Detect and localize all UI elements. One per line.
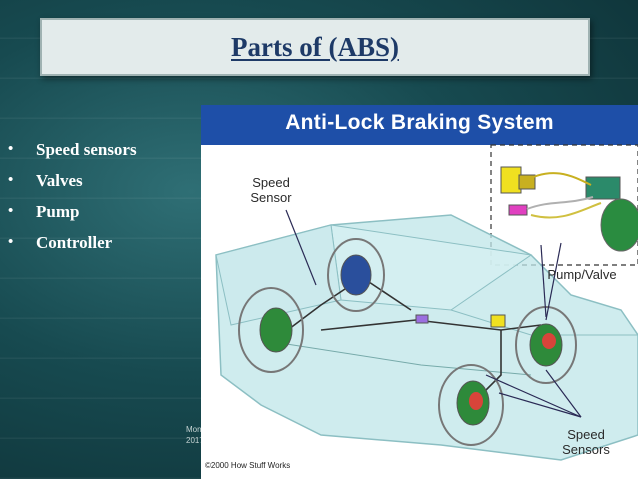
bullet-text: Speed sensors xyxy=(36,139,137,159)
slide-title: Parts of (ABS) xyxy=(231,31,399,62)
bullet-dot-icon: • xyxy=(8,203,14,219)
front-right-wheel-icon xyxy=(515,306,577,384)
label-leader-lines xyxy=(285,209,582,418)
bullet-dot-icon: • xyxy=(8,172,14,188)
bullet-item: • Pump xyxy=(8,196,137,227)
front-left-wheel-icon xyxy=(438,364,504,446)
pump-valve-label: Pump/Valve xyxy=(537,267,627,282)
bullet-list: • Speed sensors • Valves • Pump • Controller xyxy=(8,134,137,258)
diagram-title: Anti-Lock Braking System xyxy=(285,111,554,134)
slide-footer: Mon 2017 xyxy=(186,424,204,446)
bullet-item: • Speed sensors xyxy=(8,134,137,165)
footer-line: 2017 xyxy=(186,436,204,445)
diagram-copyright: ©2000 How Stuff Works xyxy=(205,461,291,470)
label-line: Sensors xyxy=(562,442,610,457)
rear-right-wheel-icon xyxy=(327,238,385,312)
bullet-text: Controller xyxy=(36,232,113,252)
speed-sensor-label: Speed Sensor xyxy=(241,175,301,205)
label-line: Sensor xyxy=(250,190,292,205)
abs-diagram-image: Anti-Lock Braking System xyxy=(201,105,638,479)
bullet-item: • Valves xyxy=(8,165,137,196)
bullet-text: Valves xyxy=(36,170,83,190)
car-body xyxy=(215,214,638,461)
label-line: Speed xyxy=(252,175,290,190)
speed-sensors-label: Speed Sensors xyxy=(556,427,616,457)
bullet-dot-icon: • xyxy=(8,234,14,250)
car-illustration xyxy=(215,144,638,461)
label-line: Pump/Valve xyxy=(547,267,617,282)
title-bar: Parts of (ABS) xyxy=(40,18,590,76)
rear-left-wheel-icon xyxy=(238,287,304,373)
bullet-text: Pump xyxy=(36,201,80,221)
bullet-dot-icon: • xyxy=(8,141,14,157)
diagram-title-band xyxy=(201,105,638,145)
label-line: Speed xyxy=(567,427,605,442)
footer-line: Mon xyxy=(186,425,202,434)
pump-valve-icon xyxy=(415,314,506,328)
bullet-item: • Controller xyxy=(8,227,137,258)
pump-inset-icon xyxy=(500,166,638,252)
